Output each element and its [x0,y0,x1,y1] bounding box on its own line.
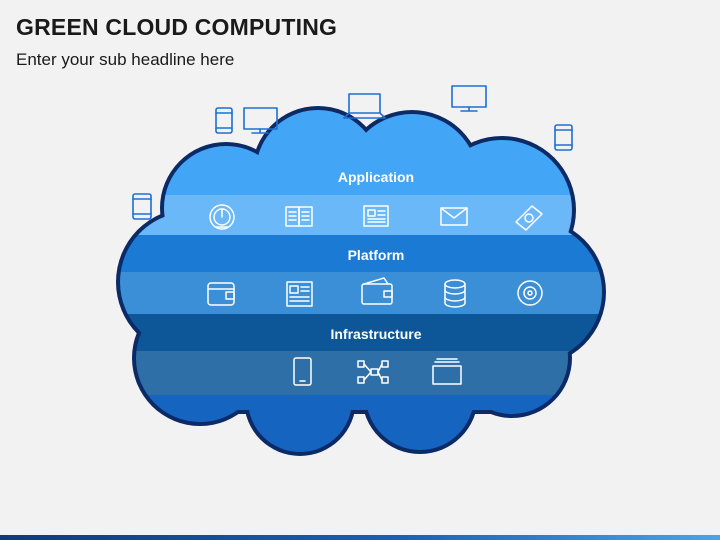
wallet-card-icon [361,277,393,305]
phone-icon [215,107,233,134]
bottom-accent-bar [0,535,720,540]
book-icon [285,206,313,227]
news-icon [363,205,389,227]
laptop-icon [343,93,386,119]
layer-title-application: Application [338,169,414,185]
monitor-icon [451,85,487,112]
database-icon [444,279,466,308]
phone-icon [554,124,573,151]
disc-icon [517,280,543,306]
tablet-icon [132,193,152,220]
folder-icon [432,358,462,385]
envelope-icon [440,207,468,226]
layer-title-infrastructure: Infrastructure [330,326,421,342]
newspaper-icon [286,281,313,307]
speedometer-icon [209,204,235,230]
tablet-icon [293,357,312,386]
monitor-icon [243,107,278,134]
cloud-body [120,110,602,452]
money-icon [515,205,543,231]
network-icon [357,360,389,384]
page-title: GREEN CLOUD COMPUTING [16,14,338,40]
wallet-icon [207,282,235,306]
page-subtitle: Enter your sub headline here [16,50,235,69]
layer-title-platform: Platform [348,247,405,263]
